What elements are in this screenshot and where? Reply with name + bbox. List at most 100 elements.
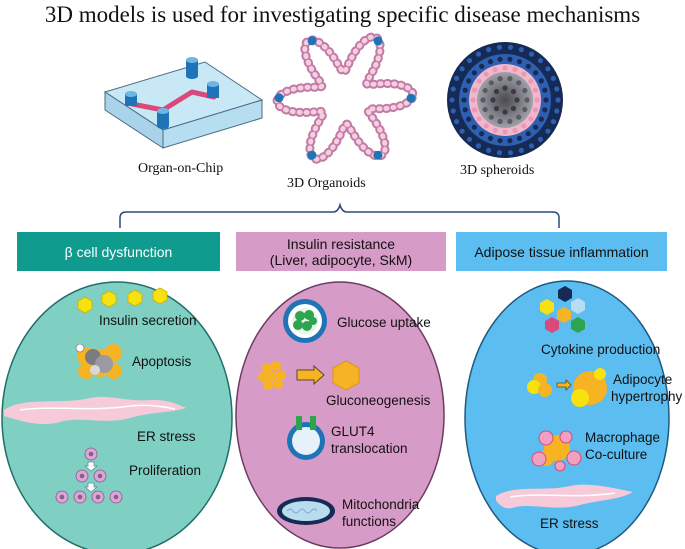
spheroid-cell [466, 58, 473, 64]
spheroid-cell [475, 143, 482, 149]
spheroid-cell [496, 150, 503, 156]
spheroid-cell [482, 87, 488, 94]
spheroid-cell [450, 108, 456, 114]
spheroid-cell [554, 86, 560, 92]
spheroid-cell [497, 76, 503, 82]
spheroid-cell [507, 76, 513, 82]
spheroid-cell [497, 138, 503, 144]
mitochondria-label: Mitochondria [342, 497, 420, 512]
spheroid-cell [542, 107, 548, 113]
organoid-bud [274, 93, 284, 103]
spheroid-cell [466, 136, 473, 142]
spheroid-cell [528, 116, 534, 122]
spheroid-cell [510, 105, 517, 112]
organoid-icon [272, 32, 418, 164]
spheroid-cell [524, 97, 530, 103]
organoid-bud [373, 150, 383, 160]
insulin-secretion-label: Insulin secretion [99, 313, 197, 328]
er-stress-icon [4, 396, 186, 425]
gluconeogenesis-icon [258, 360, 360, 391]
proliferation-label: Proliferation [129, 463, 202, 478]
spheroid-cell [516, 80, 522, 86]
spheroid-cell [471, 124, 477, 130]
spheroid-cell [454, 75, 460, 81]
spheroid-cell [476, 116, 482, 122]
spheroid-cell [470, 97, 476, 103]
proliferation-icon [55, 447, 123, 504]
spheroid-cell [507, 56, 513, 62]
spheroid-cell [516, 59, 523, 65]
hypertrophy-icon [527, 368, 607, 407]
adipose-er-stress-label: ER stress [540, 516, 599, 531]
beta-header-text: β cell dysfunction [64, 243, 173, 260]
down-arrow-icon [83, 461, 99, 472]
spheroid-cell [533, 124, 539, 130]
organoid-bud [373, 36, 383, 46]
spheroid-cell [533, 70, 539, 76]
spheroid-cell [550, 75, 557, 81]
spheroid-cell [487, 135, 494, 141]
organoid-bud [406, 93, 416, 103]
glucose-uptake-icon [283, 299, 327, 343]
spheroid-cell [525, 63, 531, 69]
spheroid-cell [466, 116, 472, 122]
cell-nucleus [97, 473, 103, 479]
spheroid-cell [483, 123, 489, 129]
spheroid-cell [521, 71, 527, 77]
spheroid-cell [488, 80, 494, 86]
spheroid-cell [507, 138, 513, 144]
adipose-panel-body [464, 280, 670, 549]
cytokine-production-label: Cytokine production [541, 342, 661, 357]
glut4-icon [287, 416, 325, 460]
spheroid-cell [488, 114, 494, 120]
organoid-bud [307, 36, 317, 46]
er-stress-label: ER stress [137, 429, 196, 444]
co-culture-label: Co-culture [585, 447, 648, 462]
spheroid-icon [447, 42, 563, 158]
spheroid-cell [483, 71, 489, 77]
spheroid-cell [512, 67, 518, 73]
spheroid-cell [514, 97, 520, 103]
spheroid-cell [528, 78, 534, 84]
mitochondria-icon [277, 497, 335, 525]
bracket-icon [119, 202, 560, 228]
spheroid-cell [472, 87, 478, 93]
cell-nucleus [113, 494, 119, 500]
spheroid-cell [525, 131, 531, 137]
cell-nucleus [77, 494, 83, 500]
spheroid-cell [472, 107, 478, 113]
spheroid-cell [522, 106, 528, 113]
spheroid-cell [538, 116, 544, 122]
spheroid-cell [480, 97, 486, 103]
spheroid-cell [502, 109, 508, 115]
insulin-header: Insulin resistance (Liver, adipocyte, Sk… [236, 232, 446, 271]
spheroid-cell [487, 59, 494, 65]
spheroid-cell [542, 87, 548, 93]
spheroid-cell [534, 97, 540, 103]
spheroid-cell [528, 143, 535, 149]
gluconeogenesis-label: Gluconeogenesis [326, 393, 431, 408]
spheroid-cell [510, 88, 517, 95]
cell-nucleus [95, 494, 101, 500]
spheroid-cell [537, 136, 544, 142]
spheroid-cell [502, 65, 508, 71]
cell-nucleus [88, 451, 94, 457]
spheroid-cell [502, 129, 508, 135]
spheroid-cell [462, 87, 468, 93]
insulin-panel-body [235, 281, 445, 549]
spheroid-cell [518, 47, 525, 53]
spheroid-cell [462, 107, 468, 113]
spheroid-cell [459, 66, 465, 72]
adipocyte-label: Adipocyte [613, 372, 673, 387]
page-title: 3D models is used for investigating spec… [44, 2, 641, 27]
spheroid-cell [532, 107, 539, 113]
spheroid-cell [479, 63, 485, 69]
spheroid-cell [486, 147, 492, 153]
spheroid-cell [496, 44, 503, 50]
organoid-bud [307, 150, 317, 160]
spheroid-cell [454, 119, 460, 125]
translocation-label: translocation [331, 441, 408, 456]
chip-icon [103, 57, 264, 149]
spheroid-cell [545, 66, 551, 72]
